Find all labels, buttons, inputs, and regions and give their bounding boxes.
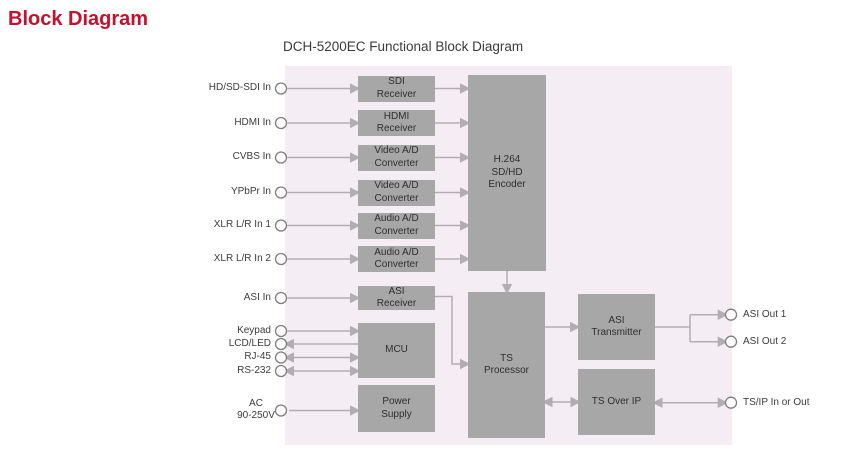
input-label-hdsdsdi-in: HD/SD-SDI In	[208, 82, 271, 93]
block-power-supply: Power Supply	[358, 385, 435, 432]
port-xlr-in-1	[274, 219, 288, 232]
port-hdmi-in	[274, 116, 288, 130]
port-tsip-in-or-out	[724, 396, 738, 409]
output-label-asi-out-1: ASI Out 1	[743, 309, 787, 320]
port-cvbs-in	[274, 151, 288, 164]
block-mcu: MCU	[358, 323, 435, 378]
block-ts-processor: TS Processor	[468, 292, 545, 438]
port-asi-out-2	[724, 335, 738, 348]
port-rj45	[274, 351, 288, 364]
block-sdi-receiver: SDI Receiver	[358, 75, 435, 102]
input-label-ypbpr-in: YPbPr In	[230, 186, 271, 197]
port-keypad	[274, 324, 288, 338]
arrow-asi-receiver-to-ts-processor	[435, 295, 471, 370]
port-rs232	[274, 364, 288, 378]
input-label-rj45: RJ-45	[244, 351, 271, 362]
port-xlr-in-2	[274, 252, 288, 266]
port-ac-power	[274, 404, 288, 417]
port-hdsdsdi-in	[274, 82, 288, 95]
output-label-asi-out-2: ASI Out 2	[743, 336, 787, 347]
output-label-tsip-in-or-out: TS/IP In or Out	[743, 397, 810, 408]
block-asi-transmitter: ASI Transmitter	[578, 294, 655, 360]
block-asi-receiver: ASI Receiver	[358, 286, 435, 310]
input-label-cvbs-in: CVBS In	[232, 151, 271, 162]
input-label-rs232: RS-232	[237, 365, 271, 376]
input-label-ac-power: AC 90-250V	[237, 398, 275, 421]
input-label-xlr-in-1: XLR L/R In 1	[213, 219, 271, 230]
page-title: Block Diagram	[8, 8, 149, 30]
input-label-xlr-in-2: XLR L/R In 2	[213, 253, 271, 264]
block-video-ad-converter-1: Video A/D Converter	[358, 144, 435, 171]
block-h264-encoder: H.264 SD/HD Encoder	[468, 75, 546, 271]
block-hdmi-receiver: HDMI Receiver	[358, 110, 435, 136]
block-audio-ad-converter-1: Audio A/D Converter	[358, 212, 435, 239]
asi-output-fork-line	[655, 314, 691, 342]
block-audio-ad-converter-2: Audio A/D Converter	[358, 246, 435, 272]
port-asi-out-1	[724, 308, 738, 321]
port-asi-in	[274, 291, 288, 305]
input-label-lcd-led: LCD/LED	[228, 338, 271, 349]
port-lcd-led	[274, 337, 288, 351]
input-label-hdmi-in: HDMI In	[234, 117, 271, 128]
port-ypbpr-in	[274, 186, 288, 199]
block-ts-over-ip: TS Over IP	[578, 369, 655, 435]
block-video-ad-converter-2: Video A/D Converter	[358, 179, 435, 206]
diagram-title: DCH-5200EC Functional Block Diagram	[283, 39, 524, 54]
input-label-keypad: Keypad	[237, 325, 271, 336]
input-label-asi-in: ASI In	[243, 292, 271, 303]
